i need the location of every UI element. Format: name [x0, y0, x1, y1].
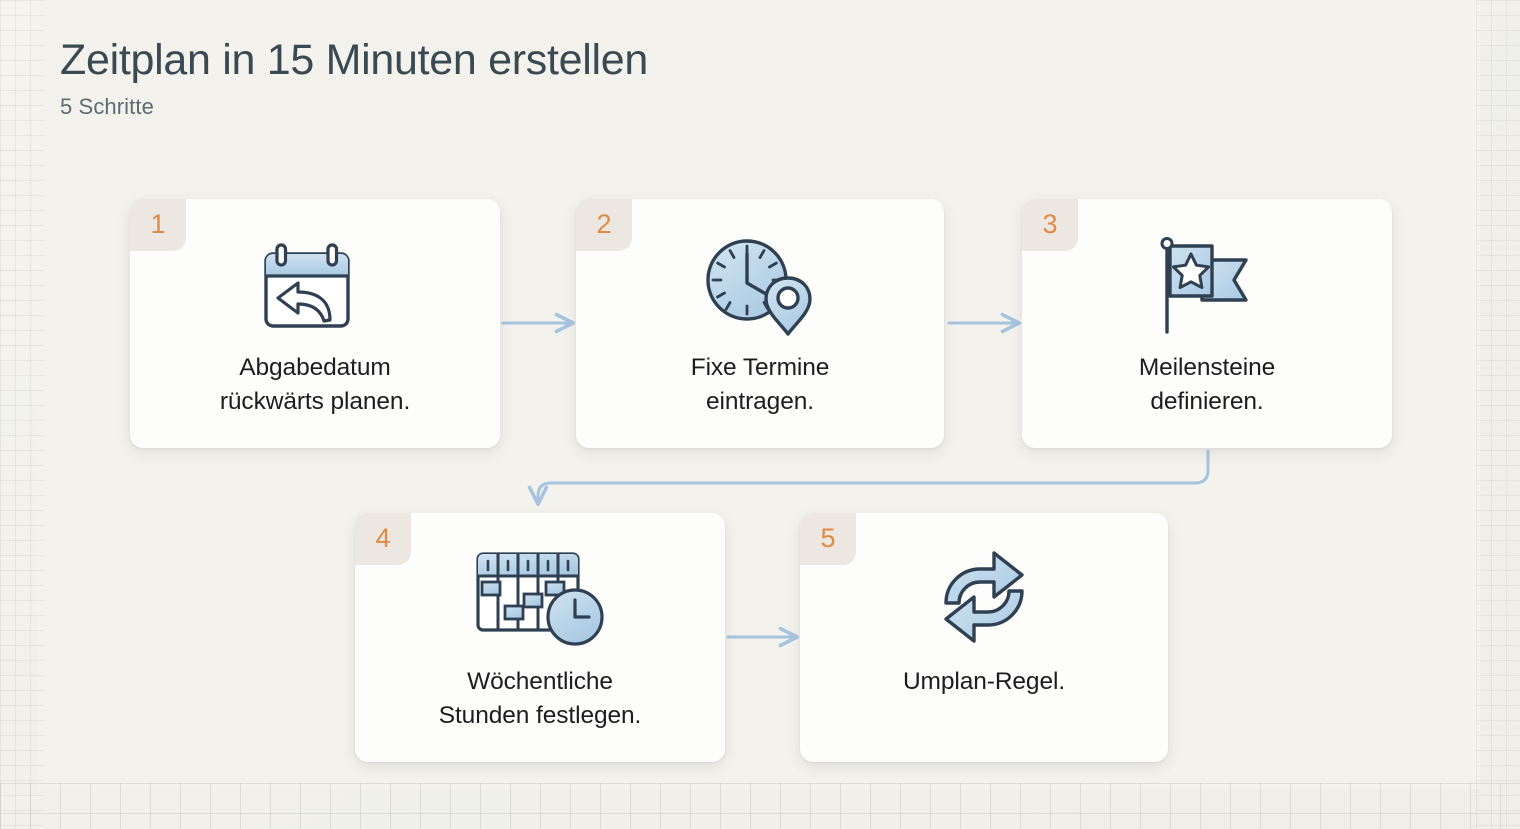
step-label-3: Meilensteine definieren.: [1036, 351, 1378, 419]
step-number-badge-4: 4: [355, 513, 411, 565]
step-label-3-line1: Meilensteine: [1138, 354, 1276, 381]
step-label-3-line2: definieren.: [1150, 387, 1264, 415]
step-label-1-line2: rückwärts planen.: [219, 387, 411, 415]
step-card-4[interactable]: 4: [355, 513, 725, 762]
step-card-5[interactable]: 5 Umplan-Regel.: [800, 513, 1168, 762]
weekly-timetable-clock-icon: [355, 539, 725, 657]
clock-location-pin-icon: [576, 225, 944, 343]
step-number-badge-1: 1: [130, 199, 186, 251]
step-label-1-line1: Abgabedatum: [239, 354, 391, 381]
step-number-badge-2: 2: [576, 199, 632, 251]
step-label-4: Wöchentliche Stunden festlegen.: [369, 665, 711, 733]
step-number-badge-3: 3: [1022, 199, 1078, 251]
step-label-4-line2: Stunden festlegen.: [438, 701, 642, 729]
page-title: Zeitplan in 15 Minuten erstellen: [60, 36, 648, 84]
step-label-5-line1: Umplan-Regel.: [902, 668, 1066, 695]
step-number-badge-5: 5: [800, 513, 856, 565]
step-label-2-line1: Fixe Termine: [690, 354, 830, 381]
calendar-back-arrow-icon: [130, 225, 500, 343]
header: Zeitplan in 15 Minuten erstellen 5 Schri…: [60, 36, 648, 120]
step-card-2[interactable]: 2: [576, 199, 944, 448]
step-card-1[interactable]: 1 Abgabedatum rückwärts planen.: [130, 199, 500, 448]
refresh-cycle-arrows-icon: [800, 539, 1168, 657]
step-label-5: Umplan-Regel.: [814, 665, 1154, 699]
step-card-3[interactable]: 3 Meilensteine definieren.: [1022, 199, 1392, 448]
step-label-4-line1: Wöchentliche: [467, 668, 613, 695]
step-label-1: Abgabedatum rückwärts planen.: [144, 351, 486, 419]
step-label-2-line2: eintragen.: [706, 387, 814, 415]
flag-star-icon: [1022, 225, 1392, 343]
page-subtitle: 5 Schritte: [60, 94, 154, 120]
step-label-2: Fixe Termine eintragen.: [590, 351, 930, 419]
